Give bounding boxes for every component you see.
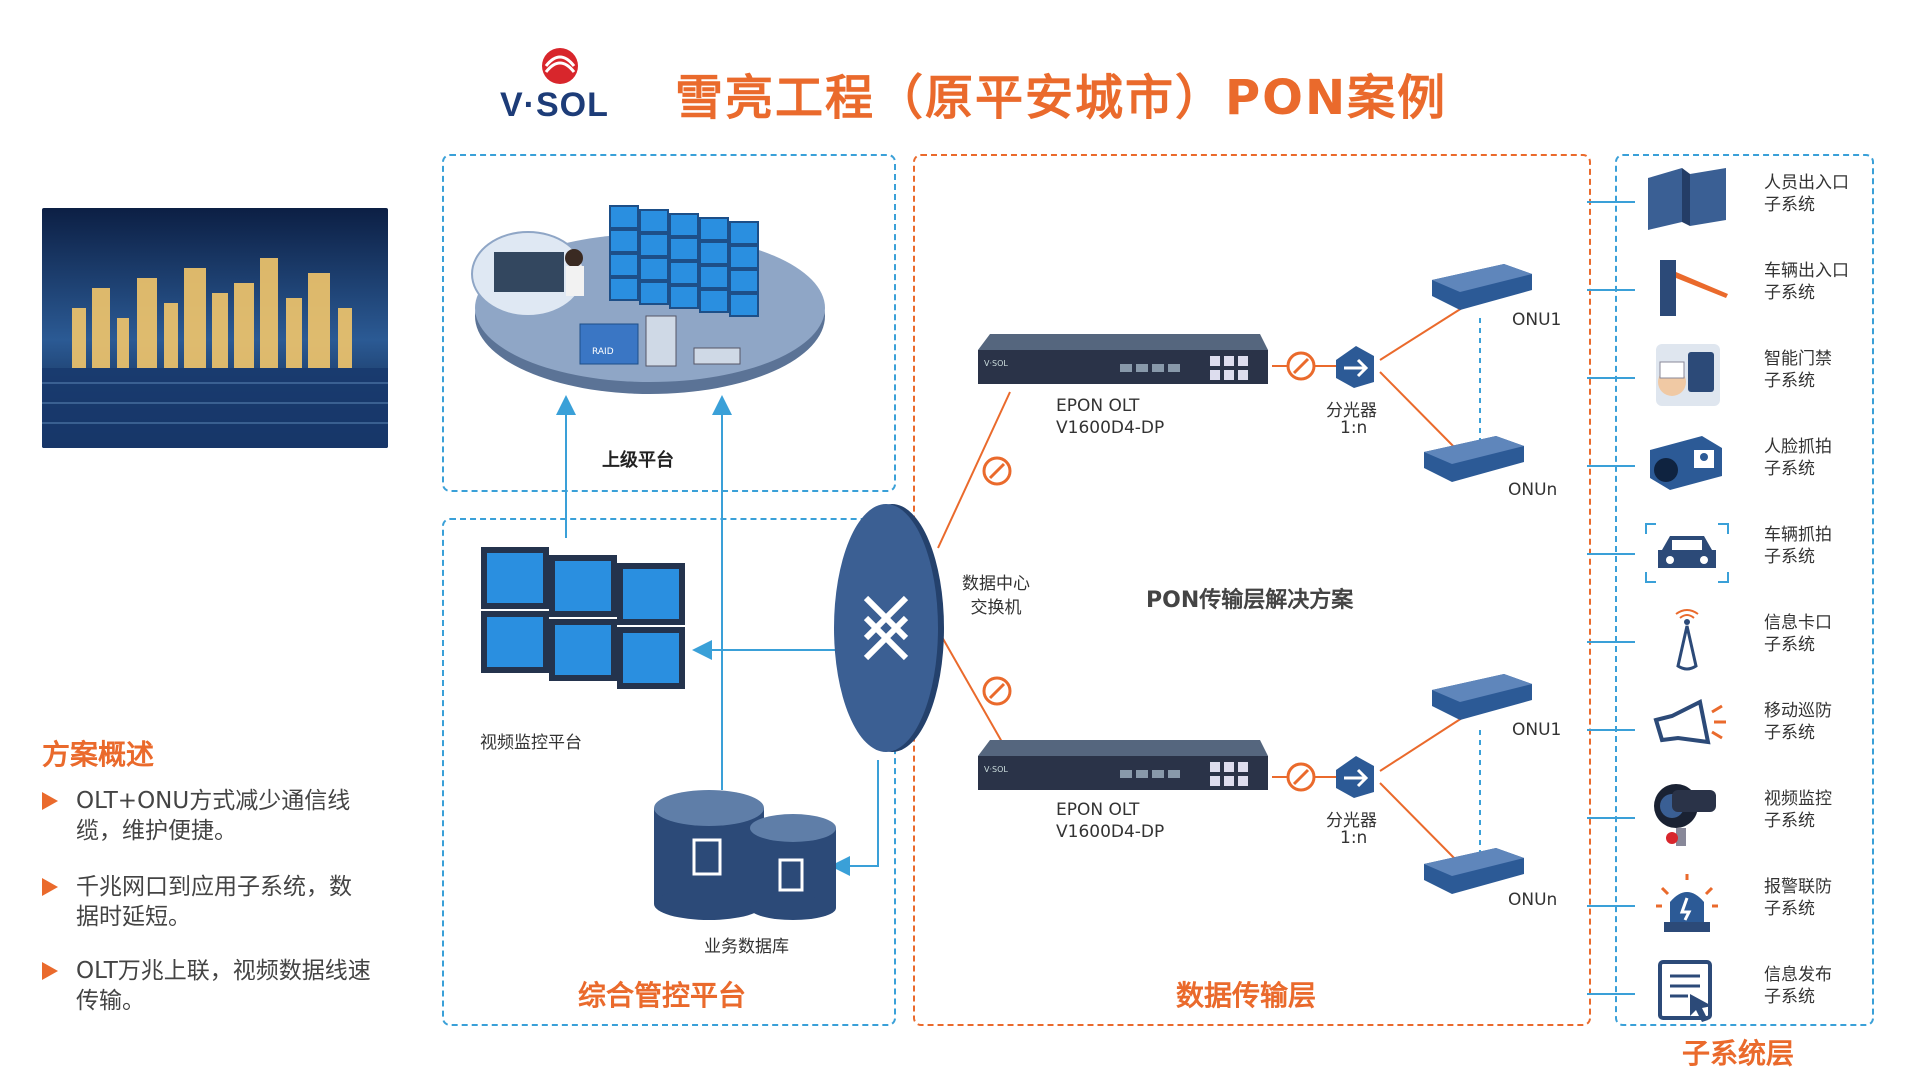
subsystem-label-line1: 视频监控 — [1764, 789, 1832, 809]
monitoring-center-illustration: RAID — [470, 196, 830, 406]
subsystem-label-line2: 子系统 — [1764, 723, 1815, 743]
subsystem-layer-box — [1615, 154, 1874, 1026]
subsystem-label-line1: 人脸抓拍 — [1764, 437, 1832, 457]
upper-platform-label: 上级平台 — [602, 450, 674, 471]
access-control-icon — [1642, 340, 1732, 410]
subsystem-label-line1: 信息发布 — [1764, 965, 1832, 985]
subsystem-label: 移动巡防子系统 — [1764, 700, 1832, 744]
subsystem-label-line2: 子系统 — [1764, 195, 1815, 215]
subsystem-label: 信息卡口子系统 — [1764, 612, 1832, 656]
subsystem-label-line2: 子系统 — [1764, 459, 1815, 479]
fiber-connector-icon — [1284, 760, 1318, 798]
olt-name: EPON OLT — [1056, 396, 1140, 416]
splitter-label: 分光器 — [1326, 811, 1377, 831]
olt-model: V1600D4-DP — [1056, 418, 1165, 438]
city-night-image — [42, 208, 388, 448]
summary-bullet-text: 千兆网口到应用子系统，数据时延短。 — [76, 874, 352, 930]
subsystem-label: 车辆出入口子系统 — [1764, 260, 1849, 304]
olt-device: V·SOL — [970, 330, 1272, 390]
olt-brand-text: V·SOL — [984, 359, 1008, 368]
onu-device — [1416, 844, 1532, 906]
onu-device — [1424, 670, 1540, 732]
subsystem-label-line2: 子系统 — [1764, 987, 1815, 1007]
subsystem-label: 智能门禁子系统 — [1764, 348, 1832, 392]
antenna-icon — [1642, 604, 1732, 674]
subsystem-label: 车辆抓拍子系统 — [1764, 524, 1832, 568]
onu-label: ONU1 — [1512, 310, 1562, 330]
loudspeaker-icon — [1642, 692, 1732, 762]
subsystem-section-title: 子系统层 — [1682, 1037, 1795, 1070]
summary-bullet-text: OLT万兆上联，视频数据线速传输。 — [76, 958, 371, 1014]
video-wall-illustration — [478, 544, 698, 724]
summary-bullet-2: 千兆网口到应用子系统，数据时延短。 — [42, 872, 372, 932]
splitter-icon — [1330, 752, 1380, 804]
fiber-connector-icon — [980, 674, 1014, 712]
olt-brand-text: V·SOL — [984, 765, 1008, 774]
summary-bullet-1: OLT+ONU方式减少通信线缆，维护便捷。 — [42, 786, 372, 846]
subsystem-label: 报警联防子系统 — [1764, 876, 1832, 920]
management-platform-box — [442, 518, 896, 1026]
info-publish-icon — [1642, 956, 1732, 1026]
subsystem-label-line2: 子系统 — [1764, 899, 1815, 919]
management-section-title: 综合管控平台 — [578, 979, 747, 1012]
olt-model: V1600D4-DP — [1056, 822, 1165, 842]
face-camera-icon — [1642, 428, 1732, 498]
summary-bullet-3: OLT万兆上联，视频数据线速传输。 — [42, 956, 372, 1016]
subsystem-label-line1: 车辆抓拍 — [1764, 525, 1832, 545]
olt-device: V·SOL — [970, 736, 1272, 796]
subsystem-label-line2: 子系统 — [1764, 635, 1815, 655]
barrier-gate-icon — [1642, 252, 1732, 322]
car-icon — [1642, 516, 1732, 586]
database-label: 业务数据库 — [704, 937, 789, 957]
splitter-ratio: 1:n — [1340, 418, 1368, 438]
olt-name: EPON OLT — [1056, 800, 1140, 820]
subsystem-label-line1: 报警联防 — [1764, 877, 1832, 897]
database-illustration — [650, 784, 840, 924]
onu-device — [1424, 260, 1540, 322]
subsystem-label: 信息发布子系统 — [1764, 964, 1832, 1008]
onu-label: ONUn — [1508, 480, 1558, 500]
fiber-connector-icon — [1284, 349, 1318, 387]
subsystem-label: 人脸抓拍子系统 — [1764, 436, 1832, 480]
summary-title: 方案概述 — [42, 738, 155, 771]
subsystem-label-line1: 车辆出入口 — [1764, 261, 1849, 281]
upper-platform-box — [442, 154, 896, 492]
vsol-logo — [530, 44, 590, 90]
onu-label: ONUn — [1508, 890, 1558, 910]
raid-label: RAID — [592, 347, 614, 357]
transport-section-title: 数据传输层 — [1176, 979, 1317, 1012]
subsystem-label: 视频监控子系统 — [1764, 788, 1832, 832]
subsystem-label-line2: 子系统 — [1764, 811, 1815, 831]
onu-label: ONU1 — [1512, 720, 1562, 740]
splitter-ratio: 1:n — [1340, 828, 1368, 848]
splitter-icon — [1330, 342, 1380, 394]
subsystem-label: 人员出入口子系统 — [1764, 172, 1849, 216]
onu-device — [1416, 432, 1532, 494]
transport-center-label: PON传输层解决方案 — [1146, 588, 1354, 613]
video-wall-label: 视频监控平台 — [480, 733, 582, 753]
splitter-label: 分光器 — [1326, 401, 1377, 421]
cctv-camera-icon — [1642, 780, 1732, 850]
subsystem-label-line2: 子系统 — [1764, 371, 1815, 391]
alarm-light-icon — [1642, 868, 1732, 938]
subsystem-label-line1: 人员出入口 — [1764, 173, 1849, 193]
summary-bullet-text: OLT+ONU方式减少通信线缆，维护便捷。 — [76, 788, 351, 844]
subsystem-label-line1: 移动巡防 — [1764, 701, 1832, 721]
subsystem-label-line1: 信息卡口 — [1764, 613, 1832, 633]
fiber-connector-icon — [980, 454, 1014, 492]
page-title: 雪亮工程（原平安城市）PON案例 — [675, 70, 1448, 126]
subsystem-label-line2: 子系统 — [1764, 283, 1815, 303]
core-switch-label: 数据中心交换机 — [960, 572, 1032, 620]
logo-wordmark: V·SOL — [500, 86, 609, 124]
turnstile-icon — [1642, 164, 1732, 234]
subsystem-label-line2: 子系统 — [1764, 547, 1815, 567]
subsystem-label-line1: 智能门禁 — [1764, 349, 1832, 369]
core-switch-icon — [830, 500, 948, 756]
core-switch-label-text: 数据中心交换机 — [962, 574, 1030, 618]
